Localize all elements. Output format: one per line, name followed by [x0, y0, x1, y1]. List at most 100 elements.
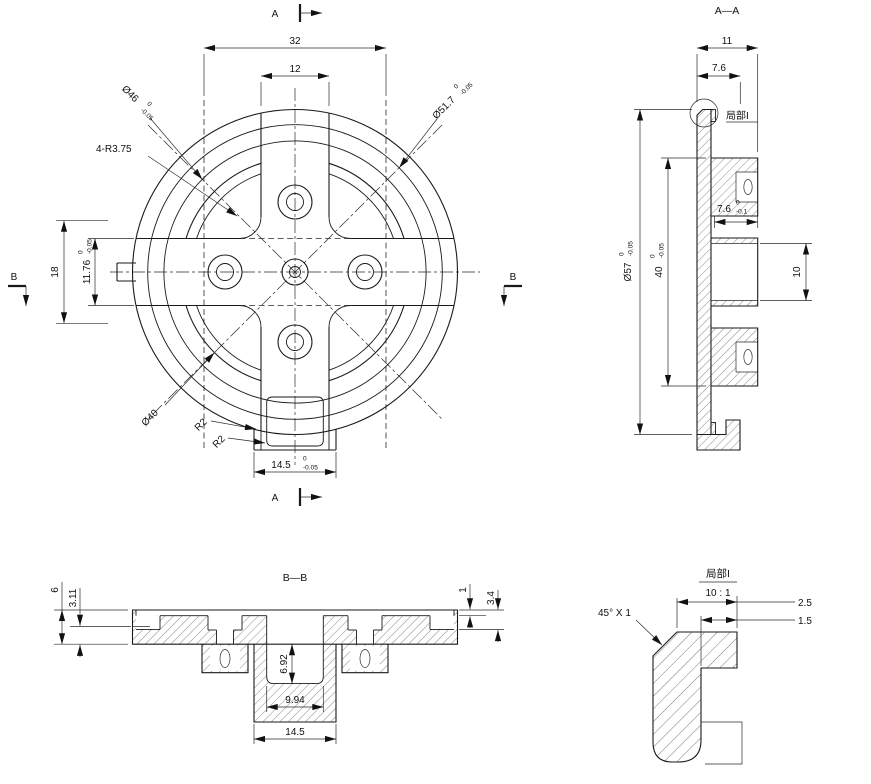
dim-dia40: Ø40	[140, 352, 215, 429]
dim-bb-9-94: 9.94	[266, 686, 324, 712]
note-r2-b: R2	[211, 434, 266, 451]
dim-label-bb-3-4: 3.4	[486, 591, 497, 605]
detail-title: 局部I	[706, 567, 730, 580]
dia51-7-tol-upper: 0	[453, 83, 461, 91]
center-hole	[281, 258, 309, 286]
aa-7-6-depth-tol-lower: -0.1	[736, 209, 748, 216]
section-bb-title: B—B	[283, 572, 308, 584]
detail-view: 局部I 10 : 1 2.5 1.5 45° X 1	[598, 567, 812, 765]
dim-label-11-76: 11.76	[82, 259, 93, 284]
section-aa-title: A—A	[715, 5, 740, 17]
keyway-tab	[116, 262, 136, 282]
label-4-r3-75: 4-R3.75	[96, 144, 132, 155]
dim-detail-2-5: 2.5	[676, 596, 812, 628]
dim-label-aa-10: 10	[792, 266, 803, 278]
dim-label-aa-40: 40	[654, 266, 665, 278]
section-marker-a-top: A	[272, 4, 322, 22]
detail-scale: 10 : 1	[705, 588, 730, 599]
dim-label-14-5: 14.5	[271, 460, 291, 471]
section-bb-view: B—B	[50, 572, 504, 744]
note-chamfer: 45° X 1	[598, 608, 663, 646]
slot-edges	[136, 113, 454, 431]
dia57-tol-upper: 0	[619, 252, 626, 256]
section-label-b-left: B	[11, 272, 18, 283]
detail-callout-circle	[689, 98, 719, 128]
dim-label-detail-2-5: 2.5	[798, 598, 812, 609]
aa-40-tol-upper: 0	[650, 254, 657, 258]
note-4-r3-75: 4-R3.75	[96, 144, 238, 217]
dim-label-aa-7-6: 7.6	[712, 63, 726, 74]
dia46-tol-upper: 0	[145, 101, 153, 109]
section-marker-b-left: B	[8, 272, 30, 306]
dia51-7-tol-lower: -0.05	[459, 81, 475, 97]
dim-11-76: 11.76 0 -0.05	[78, 238, 134, 306]
label-chamfer-45x1: 45° X 1	[598, 608, 631, 619]
dim-12: 12	[260, 64, 330, 106]
dim-14-5: 14.5 0 -0.05	[253, 452, 337, 478]
aa-part-body	[696, 108, 759, 451]
dim-11-76-tol-upper: 0	[78, 250, 85, 254]
lobe-arcs	[185, 162, 405, 382]
dim-bb-3-11: 3.11	[68, 588, 131, 657]
dim-bb-3-4: 3.4	[459, 590, 504, 642]
dim-bb-1: 1	[458, 584, 504, 628]
dim-bb-14-5: 14.5	[253, 724, 337, 744]
aa-top-boss-hole	[743, 179, 753, 195]
section-label-a-bottom: A	[272, 493, 279, 504]
dim-14-5-tol-lower: -0.05	[303, 465, 318, 472]
dim-label-bb-9-94: 9.94	[285, 695, 305, 706]
dim-label-dia51-7: Ø51.7	[431, 94, 458, 121]
dim-label-32: 32	[289, 36, 301, 47]
dim-label-dia46: Ø46	[119, 84, 140, 105]
section-label-b-right: B	[510, 272, 517, 283]
aa-7-6-depth-tol-upper: 0	[736, 200, 740, 207]
detail-callout-label: 局部I	[726, 109, 749, 122]
dim-label-aa-7-6-depth: 7.6	[717, 204, 731, 215]
section-label-a-top: A	[272, 9, 279, 20]
dim-label-18: 18	[50, 266, 61, 278]
section-marker-a-bottom: A	[272, 488, 322, 506]
detail-part-body	[652, 631, 743, 765]
label-r2-a: R2	[193, 417, 210, 434]
dim-label-bb-6-92: 6.92	[279, 654, 290, 674]
circle-d51-7	[147, 124, 443, 420]
circle-d46	[163, 140, 427, 404]
dim-aa-dia57: Ø57 0 -0.05	[619, 109, 692, 435]
section-marker-b-right: B	[500, 272, 522, 306]
dim-label-bb-6: 6	[50, 587, 61, 593]
aa-detail-callout: 局部I	[689, 98, 758, 128]
dim-label-bb-14-5: 14.5	[285, 727, 305, 738]
section-aa-view: A—A	[619, 5, 812, 451]
dim-aa-7-6: 7.6	[697, 63, 741, 104]
dim-label-dia57: Ø57	[623, 262, 634, 281]
dim-label-aa-11: 11	[722, 36, 733, 47]
dim-11-76-tol-lower: -0.05	[87, 239, 94, 254]
dim-label-bb-3-11: 3.11	[68, 588, 79, 607]
bb-right-boss-hole	[359, 649, 371, 668]
dim-label-dia40: Ø40	[140, 407, 161, 428]
bolt-holes	[207, 184, 383, 360]
outer-circle-d57	[131, 108, 459, 436]
dim-label-bb-1: 1	[458, 587, 469, 593]
dim-label-12: 12	[289, 64, 301, 75]
dim-detail-1-5: 1.5	[700, 616, 812, 666]
dim-bb-6-92: 6.92	[279, 644, 296, 684]
aa-40-tol-lower: -0.05	[659, 243, 666, 258]
bb-left-boss-hole	[219, 649, 231, 668]
dim-aa-40: 40 0 -0.05	[650, 157, 706, 387]
dim-18: 18	[50, 220, 108, 324]
aa-bottom-boss-hole	[743, 349, 753, 365]
note-r2-a: R2	[193, 417, 257, 434]
centerlines	[110, 88, 480, 465]
dim-32: 32	[203, 36, 387, 96]
dia57-tol-lower: -0.05	[628, 241, 635, 256]
label-r2-b: R2	[211, 434, 228, 451]
dim-label-detail-1-5: 1.5	[798, 616, 812, 627]
dim-aa-7-6-depth: 7.6 0 -0.1	[714, 200, 759, 228]
front-view: A A B B 32 12	[8, 4, 522, 506]
dim-dia51-7: Ø51.7 0 -0.05	[398, 81, 475, 169]
dim-bb-6: 6	[50, 582, 128, 645]
dim-14-5-tol-upper: 0	[303, 456, 307, 463]
dim-aa-10: 10	[760, 243, 812, 301]
